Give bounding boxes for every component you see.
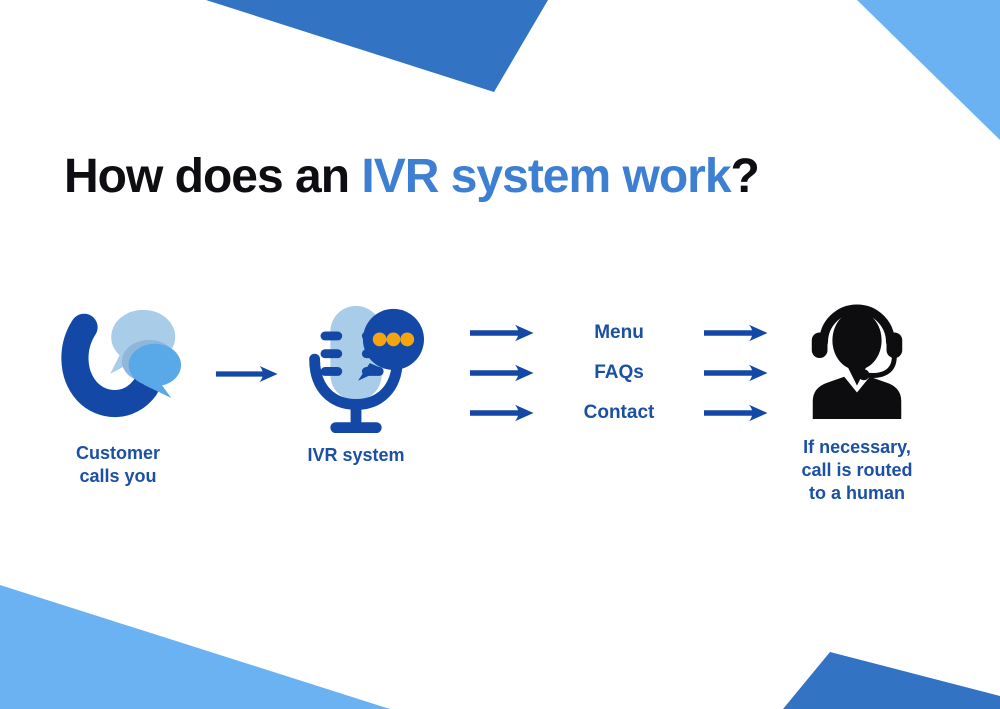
step-customer-label: Customer calls you (46, 442, 190, 488)
arrow-head (749, 364, 768, 382)
headset-earcup-left (811, 332, 828, 359)
mic-slot (320, 367, 343, 376)
support-agent-headset-icon (811, 304, 903, 419)
arrow-head (749, 404, 768, 422)
step-ivr-label: IVR system (307, 445, 405, 465)
arrow-head (515, 324, 534, 342)
ivr-options: Menu FAQs Contact (468, 322, 770, 443)
mic-stem (350, 402, 362, 425)
arrow-head (515, 404, 534, 422)
label-line: to a human (808, 483, 905, 503)
mic-base (330, 422, 382, 434)
mic-slot (320, 349, 343, 359)
arrow-right-icon (704, 404, 768, 422)
bubble-dot (386, 332, 401, 347)
option-label-menu: Menu (594, 322, 644, 343)
label-line: call is routed (801, 460, 913, 480)
corner-shape-bottom-right (783, 652, 1000, 709)
corner-shape-top-right (857, 0, 1000, 140)
option-label-faqs: FAQs (594, 362, 644, 383)
corner-shape-top-left (206, 0, 548, 92)
option-row: Menu (468, 322, 770, 343)
arrow-right-icon (470, 324, 534, 342)
label-line: Customer (75, 443, 160, 463)
arrow-head (749, 324, 768, 342)
corner-shape-bottom-left (0, 585, 390, 709)
title-highlight: IVR system work (361, 150, 731, 203)
arrow-right-icon (470, 364, 534, 382)
arrow-head (515, 364, 534, 382)
headset-band (819, 304, 895, 347)
agent-head (832, 310, 882, 370)
page-title: How does an IVR system work? (64, 150, 964, 203)
step-agent: If necessary, call is routed to a human (783, 296, 931, 505)
arrow-right-icon (704, 364, 768, 382)
option-row: FAQs (468, 362, 770, 383)
phone-with-chat-bubbles-icon (61, 309, 182, 418)
arrow-right-icon (470, 404, 534, 422)
bubble-dot (400, 332, 415, 347)
agent-torso (812, 376, 902, 419)
mic-slot (320, 331, 343, 341)
agent-neck (846, 363, 868, 386)
bubble-dot (372, 332, 387, 347)
headset-earcup-right (886, 332, 903, 359)
label-line: calls you (79, 466, 157, 486)
speech-bubble-tail (357, 363, 384, 381)
step-ivr: IVR system (284, 300, 428, 467)
step-agent-label: If necessary, call is routed to a human (783, 436, 931, 505)
option-row: Contact (468, 402, 770, 423)
microphone-with-speech-bubble-icon (309, 305, 424, 434)
step-customer: Customer calls you (46, 304, 190, 488)
chat-bubble-small-tail (143, 383, 172, 399)
title-suffix: ? (730, 150, 760, 203)
arrow-right-icon (215, 366, 278, 382)
phone-handset (61, 313, 159, 418)
arrow-head (259, 366, 278, 382)
option-label-contact: Contact (583, 402, 655, 423)
title-prefix: How does an (64, 150, 362, 203)
arrow-right-icon (704, 324, 768, 342)
label-line: If necessary, (803, 437, 911, 457)
chat-bubble-small (128, 343, 182, 387)
